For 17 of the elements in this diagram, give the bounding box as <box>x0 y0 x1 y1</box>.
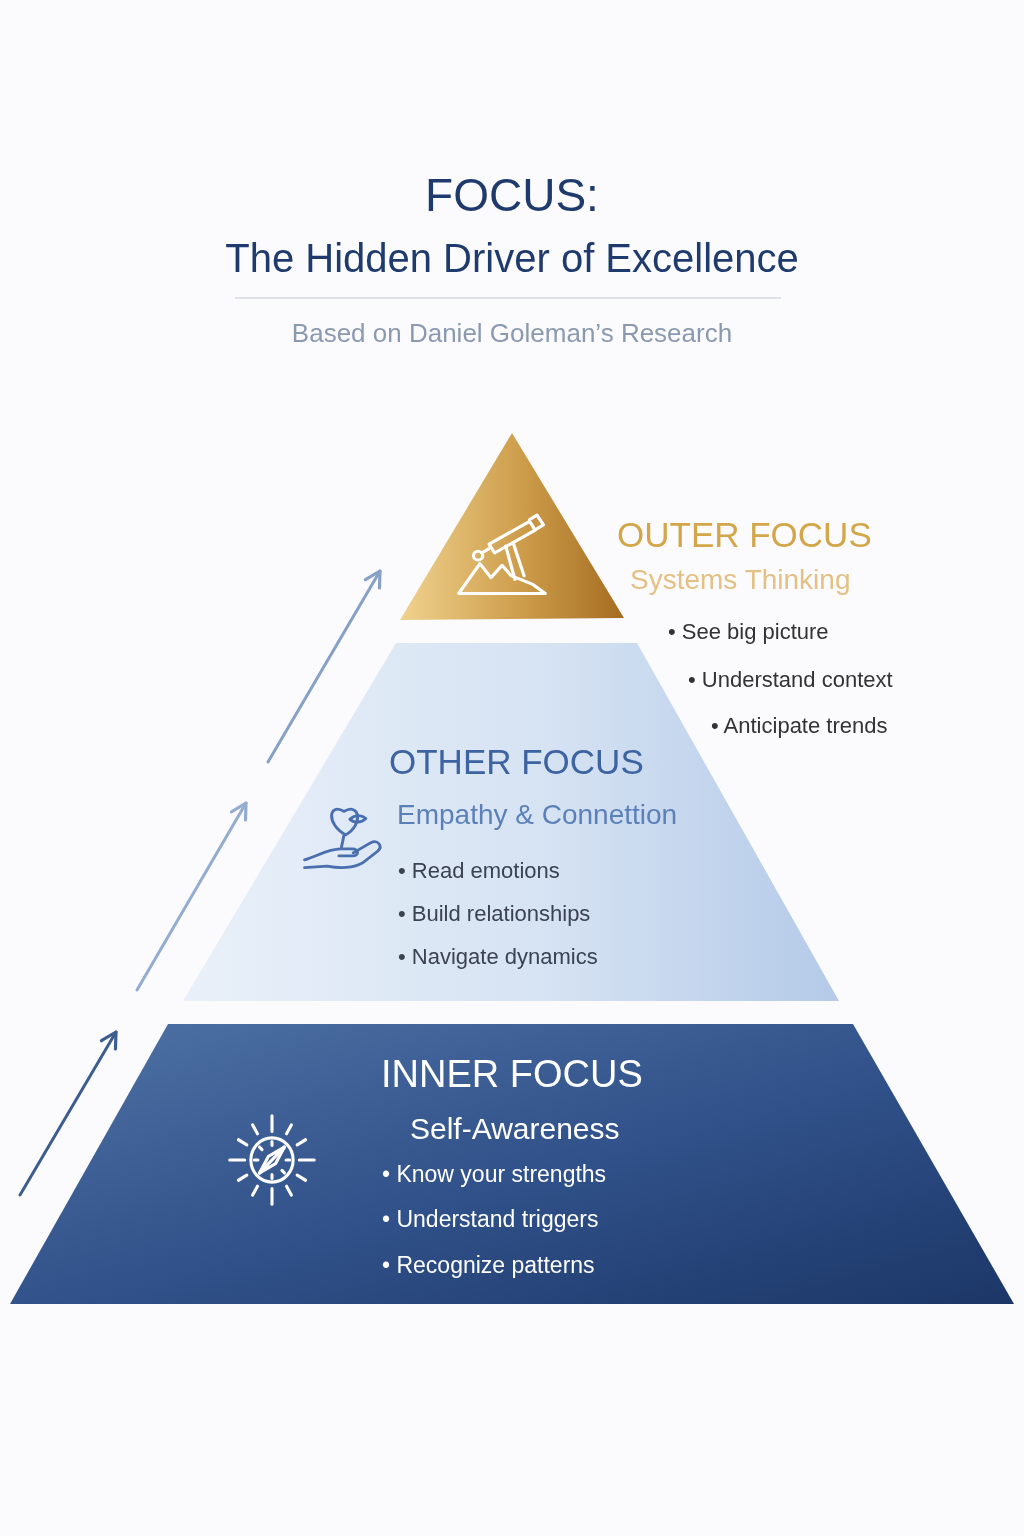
bullet-item: • Understand triggers <box>382 1206 599 1234</box>
tier-subheading: Empathy & Connettion <box>397 798 678 832</box>
tier-heading: OTHER FOCUS <box>389 741 644 783</box>
bullet-item: • Anticipate trends <box>711 713 888 740</box>
bullet-item: • Understand context <box>688 667 893 694</box>
title: FOCUS: The Hidden Driver of Excellence <box>225 168 799 283</box>
subtitle: Based on Daniel Goleman’s Research <box>291 318 733 350</box>
tier-subheading: Self-Awareness <box>410 1111 620 1147</box>
tier-heading: OUTER FOCUS <box>617 514 872 556</box>
bullet-item: • Build relationships <box>398 901 591 928</box>
bullet-item: • Read emotions <box>398 858 560 885</box>
bullet-item: • See big picture <box>668 619 829 646</box>
tier-subheading: Systems Thinking <box>630 563 851 597</box>
bullet-item: • Navigate dynamics <box>398 944 598 971</box>
bullet-item: • Recognize patterns <box>382 1252 595 1280</box>
tier-heading: INNER FOCUS <box>381 1052 643 1097</box>
bullet-item: • Know your strengths <box>382 1161 607 1189</box>
